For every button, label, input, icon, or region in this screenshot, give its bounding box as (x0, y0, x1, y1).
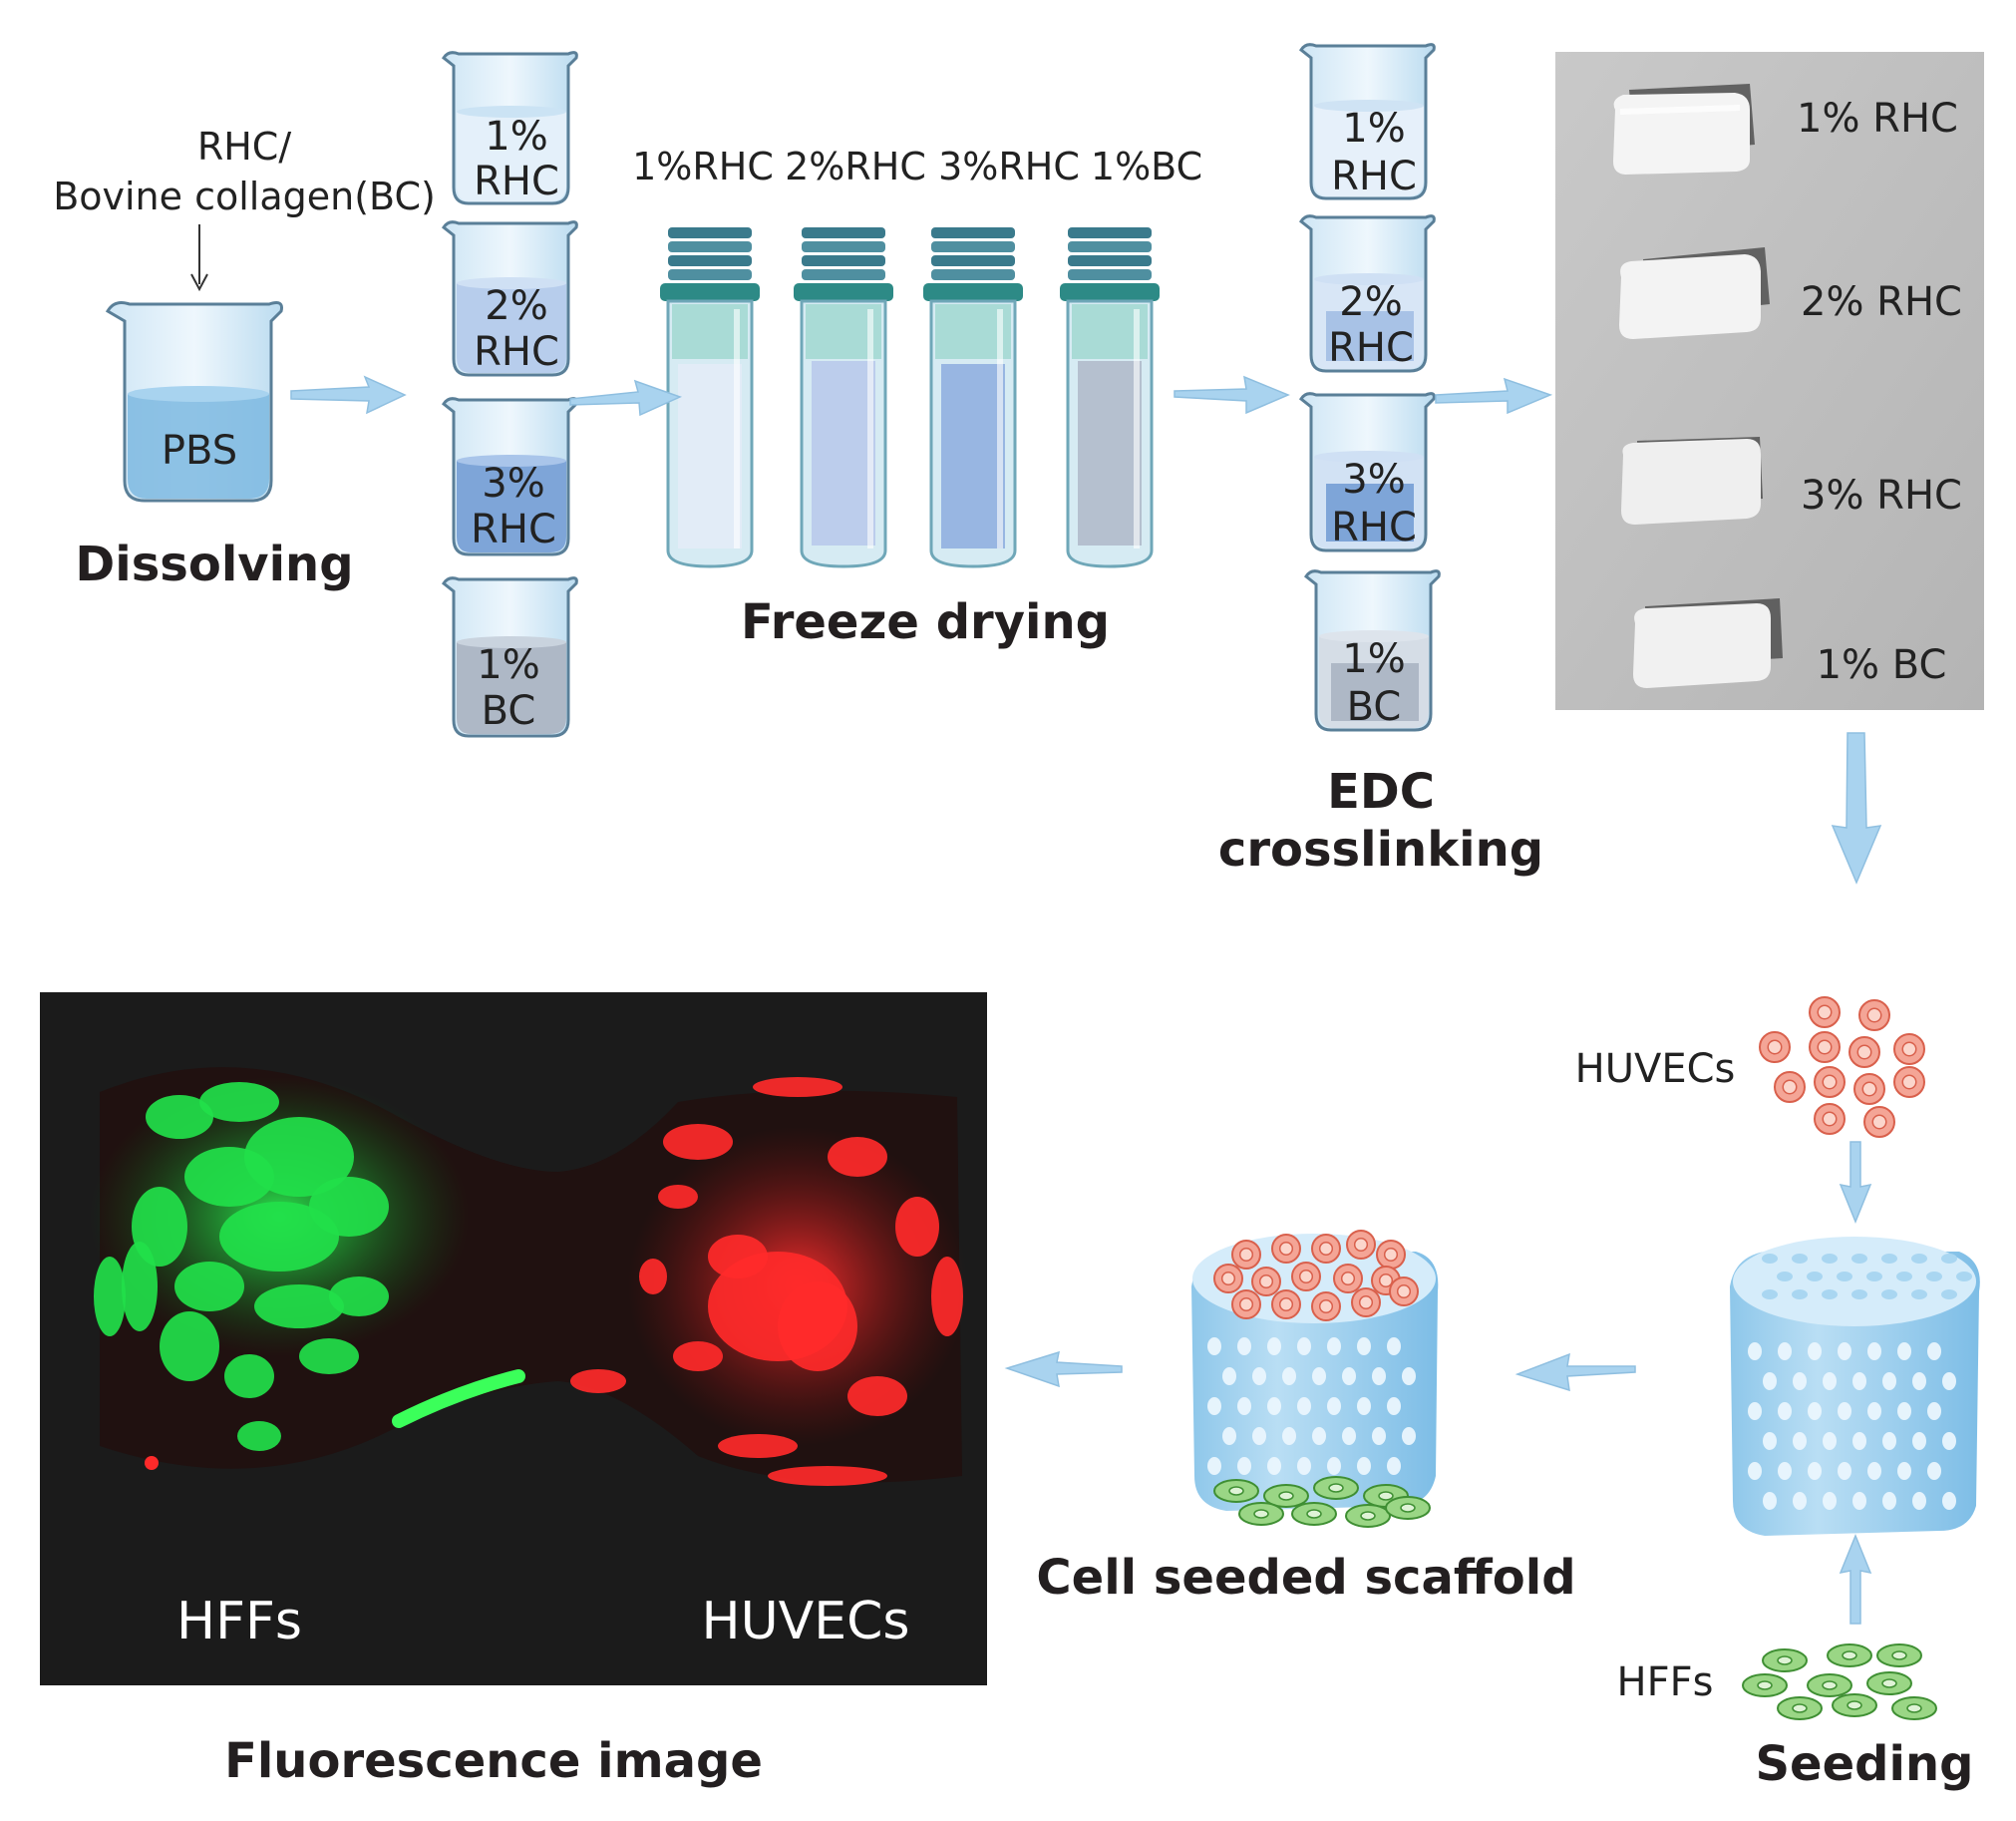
pbs-beaker-icon (105, 301, 283, 503)
svg-text:1%: 1% (477, 642, 539, 688)
scaffold-photo: 1% RHC 2% RHC 3% RHC 1% BC (1555, 52, 1984, 710)
test-tube-icon (923, 227, 1023, 568)
process-arrows (290, 375, 1882, 1625)
arrow-right-icon (1435, 377, 1553, 415)
svg-text:1%: 1% (485, 114, 547, 160)
huvec-cells-icon (1759, 996, 1925, 1138)
photo-label-1pct-bc: 1% BC (1817, 642, 1947, 688)
tube-label-2: 2%RHC (785, 145, 926, 188)
tube-label-4: 1%BC (1091, 145, 1202, 188)
arrow-down-icon (1839, 1141, 1872, 1224)
svg-text:BC: BC (482, 688, 536, 734)
cell-seeded-scaffold: Cell seeded scaffold (1036, 1230, 1576, 1606)
seeding-step: HUVECs HFFs Seeding (1575, 996, 1980, 1792)
fluorescence-image: HFFs HUVECs Fluorescence image (40, 992, 987, 1789)
crosslinked-beaker-2pct-rhc: 2% RHC (1299, 214, 1436, 373)
svg-text:RHC: RHC (1331, 154, 1417, 199)
crosslinking-caption-line1: EDC (1327, 764, 1435, 820)
svg-text:3%: 3% (482, 461, 544, 507)
crosslinking-step: 1% RHC 2% RHC 3% RHC 1% BC EDC (1218, 43, 1543, 878)
huvec-cells-on-scaffold-icon (1213, 1230, 1419, 1321)
freeze-drying-step: 1%RHC 2%RHC 3%RHC 1%BC Freeze drying (632, 145, 1202, 650)
svg-text:RHC: RHC (474, 159, 559, 204)
hff-cells-icon (1742, 1643, 1937, 1720)
scaffold-sample-1pct-bc (1633, 598, 1783, 688)
empty-scaffold-cube-icon (1730, 1237, 1980, 1536)
fluorescence-caption: Fluorescence image (224, 1733, 763, 1789)
beaker-3pct-rhc: 3% RHC (442, 397, 578, 556)
dissolving-caption: Dissolving (75, 537, 353, 592)
fluorescence-label-huvecs: HUVECs (702, 1592, 910, 1651)
concentration-beakers: 1% RHC 2% RHC 3% RHC 1% BC (442, 51, 578, 738)
arrow-right-icon (569, 379, 683, 417)
svg-text:1%: 1% (1342, 106, 1405, 152)
beaker-1pct-rhc: 1% RHC (442, 51, 578, 205)
arrow-down-icon (1831, 732, 1882, 885)
svg-text:2%: 2% (1339, 279, 1402, 325)
svg-text:1%: 1% (1342, 636, 1405, 682)
crosslinked-beaker-3pct-rhc: 3% RHC (1299, 392, 1436, 552)
beaker-1pct-bc: 1% BC (442, 576, 578, 738)
beaker-2pct-rhc: 2% RHC (442, 220, 578, 377)
photo-label-3pct-rhc: 3% RHC (1801, 473, 1962, 519)
arrow-right-icon (1174, 375, 1290, 415)
svg-text:BC: BC (1347, 684, 1402, 730)
seeding-caption: Seeding (1755, 1736, 1973, 1792)
svg-text:2%: 2% (485, 283, 547, 329)
scaffold-sample-2pct-rhc (1619, 247, 1770, 339)
hff-cells-on-scaffold-icon (1213, 1476, 1431, 1528)
hffs-fluorescence-region (90, 1077, 525, 1451)
arrow-left-icon (1004, 1350, 1123, 1388)
freeze-drying-caption: Freeze drying (741, 594, 1110, 650)
scaffold-caption: Cell seeded scaffold (1036, 1550, 1575, 1606)
svg-text:3%: 3% (1342, 457, 1405, 503)
photo-label-1pct-rhc: 1% RHC (1797, 96, 1958, 142)
huvecs-cells-label: HUVECs (1575, 1046, 1736, 1092)
arrow-right-icon (290, 375, 407, 415)
scaffold-sample-1pct-rhc (1613, 84, 1755, 175)
crosslinked-beaker-1pct-bc: 1% BC (1304, 569, 1441, 732)
scaffold-sample-3pct-rhc (1621, 437, 1763, 525)
tube-label-3: 3%RHC (938, 145, 1080, 188)
test-tube-icon (1060, 227, 1160, 568)
svg-text:RHC: RHC (1328, 325, 1414, 371)
tube-label-1: 1%RHC (632, 145, 774, 188)
huvecs-fluorescence-region (145, 1077, 967, 1486)
photo-label-2pct-rhc: 2% RHC (1801, 279, 1962, 325)
pbs-label: PBS (162, 428, 237, 474)
hffs-cells-label: HFFs (1617, 1659, 1714, 1705)
test-tube-icon (660, 227, 760, 568)
crosslinked-beaker-1pct-rhc: 1% RHC (1299, 43, 1436, 200)
reagent-label-line1: RHC/ (197, 125, 292, 169)
svg-text:RHC: RHC (474, 329, 559, 375)
arrow-up-icon (1839, 1534, 1872, 1625)
dissolving-step: RHC/ Bovine collagen(BC) PBS Dissolving (53, 125, 436, 592)
arrow-left-icon (1514, 1352, 1636, 1392)
reagent-label-line2: Bovine collagen(BC) (53, 175, 436, 218)
test-tube-icon (794, 227, 893, 568)
fluorescence-label-hffs: HFFs (176, 1592, 302, 1651)
svg-text:RHC: RHC (1331, 505, 1417, 550)
svg-text:RHC: RHC (471, 507, 556, 552)
crosslinking-caption-line2: crosslinking (1218, 822, 1543, 878)
